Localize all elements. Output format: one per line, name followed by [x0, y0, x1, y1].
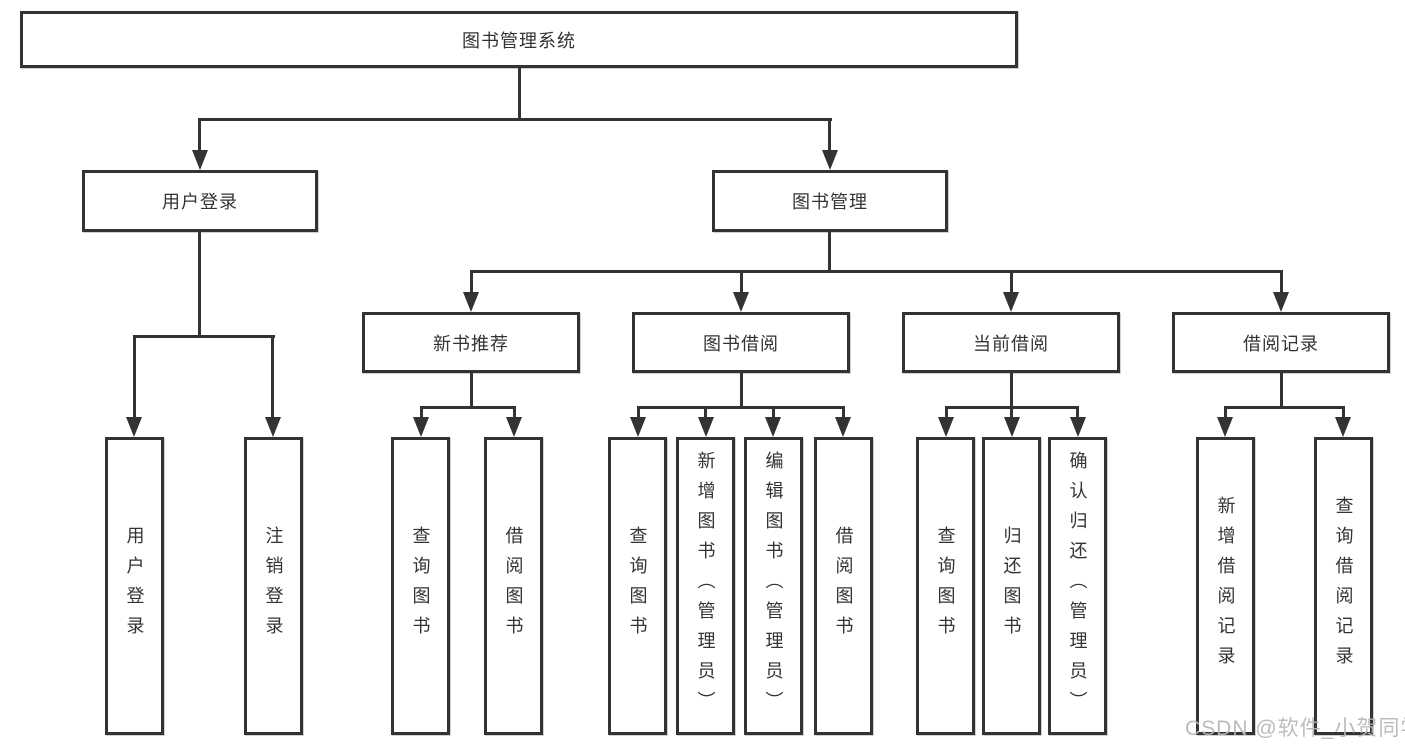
arrow-down-icon	[1335, 417, 1351, 437]
connector-drop	[271, 335, 274, 417]
connector-drop	[420, 406, 423, 419]
leaf-borrow-books-recommend: 借阅图书	[484, 437, 543, 735]
connector-drop	[133, 335, 136, 417]
leaf-borrow-books: 借阅图书	[814, 437, 873, 735]
connector-drop	[1342, 406, 1345, 419]
connector-user-login-stem	[198, 232, 201, 338]
node-label: 借阅图书	[503, 526, 524, 646]
connector-book-management-stem	[828, 232, 831, 273]
connector-book-management-rail	[470, 270, 1282, 273]
node-label: 注销登录	[263, 526, 284, 646]
connector-drop	[1224, 406, 1227, 419]
arrow-down-icon	[192, 150, 208, 170]
leaf-add-books-admin: 新增图书（管理员）	[676, 437, 735, 735]
node-label: 当前借阅	[973, 333, 1049, 354]
node-label: 图书借阅	[703, 333, 779, 354]
connector-drop	[637, 406, 640, 419]
connector-drop	[842, 406, 845, 419]
arrow-down-icon	[1273, 292, 1289, 312]
connector-drop	[198, 118, 201, 152]
leaf-query-borrow-record: 查询借阅记录	[1314, 437, 1373, 735]
leaf-return-books: 归还图书	[982, 437, 1041, 735]
connector-stem	[470, 373, 473, 409]
node-label: 查询图书	[935, 526, 956, 646]
arrow-down-icon	[938, 417, 954, 437]
arrow-down-icon	[1004, 417, 1020, 437]
connector-drop	[470, 270, 473, 294]
connector-drop	[828, 118, 831, 152]
connector-stem	[1280, 373, 1283, 409]
connector-drop	[513, 406, 516, 419]
leaf-logout: 注销登录	[244, 437, 303, 735]
arrow-down-icon	[698, 417, 714, 437]
connector-rail	[637, 406, 845, 409]
arrow-down-icon	[1003, 292, 1019, 312]
node-label: 新增图书（管理员）	[695, 451, 716, 721]
leaf-query-books-current: 查询图书	[916, 437, 975, 735]
node-label: 归还图书	[1001, 526, 1022, 646]
leaf-confirm-return-admin: 确认归还（管理员）	[1048, 437, 1107, 735]
node-label: 查询图书	[410, 526, 431, 646]
node-label: 新增借阅记录	[1215, 496, 1236, 676]
leaf-add-borrow-record: 新增借阅记录	[1196, 437, 1255, 735]
connector-drop	[945, 406, 948, 419]
node-new-book-recommendation: 新书推荐	[362, 312, 580, 373]
connector-rail	[1224, 406, 1345, 409]
node-user-login: 用户登录	[82, 170, 318, 232]
node-label: 用户登录	[162, 192, 238, 212]
node-label: 用户登录	[124, 526, 145, 646]
csdn-watermark: CSDN @软件_小贺同学	[1185, 717, 1405, 740]
connector-drop	[1010, 270, 1013, 294]
node-label: 编辑图书（管理员）	[763, 451, 784, 721]
arrow-down-icon	[765, 417, 781, 437]
node-label: 图书管理系统	[462, 30, 576, 51]
arrow-down-icon	[1070, 417, 1086, 437]
node-borrowing-records: 借阅记录	[1172, 312, 1390, 373]
node-label: 查询借阅记录	[1333, 496, 1354, 676]
arrow-down-icon	[463, 292, 479, 312]
connector-stem	[1010, 373, 1013, 409]
connector-user-login-rail	[133, 335, 275, 338]
connector-rail	[420, 406, 516, 409]
node-label: 查询图书	[627, 526, 648, 646]
leaf-user-login: 用户登录	[105, 437, 164, 735]
connector-stem	[740, 373, 743, 409]
arrow-down-icon	[413, 417, 429, 437]
arrow-down-icon	[126, 417, 142, 437]
connector-drop	[1280, 270, 1283, 294]
arrow-down-icon	[630, 417, 646, 437]
connector-root-stem	[518, 68, 521, 121]
arrow-down-icon	[835, 417, 851, 437]
node-book-management: 图书管理	[712, 170, 948, 232]
arrow-down-icon	[265, 417, 281, 437]
node-current-borrowing: 当前借阅	[902, 312, 1120, 373]
connector-drop	[704, 406, 707, 419]
leaf-edit-books-admin: 编辑图书（管理员）	[744, 437, 803, 735]
arrow-down-icon	[1217, 417, 1233, 437]
node-label: 新书推荐	[433, 333, 509, 354]
arrow-down-icon	[733, 292, 749, 312]
leaf-query-books-recommend: 查询图书	[391, 437, 450, 735]
node-book-borrowing: 图书借阅	[632, 312, 850, 373]
connector-drop	[772, 406, 775, 419]
connector-root-rail	[198, 118, 832, 121]
arrow-down-icon	[506, 417, 522, 437]
node-label: 图书管理	[792, 192, 868, 212]
node-label: 借阅图书	[833, 526, 854, 646]
node-label: 借阅记录	[1243, 333, 1319, 354]
connector-drop	[740, 270, 743, 294]
node-label: 确认归还（管理员）	[1067, 451, 1088, 721]
connector-drop	[1076, 406, 1079, 419]
connector-drop	[1010, 406, 1013, 419]
node-library-management-system: 图书管理系统	[20, 11, 1018, 68]
leaf-query-books-borrowing: 查询图书	[608, 437, 667, 735]
arrow-down-icon	[822, 150, 838, 170]
